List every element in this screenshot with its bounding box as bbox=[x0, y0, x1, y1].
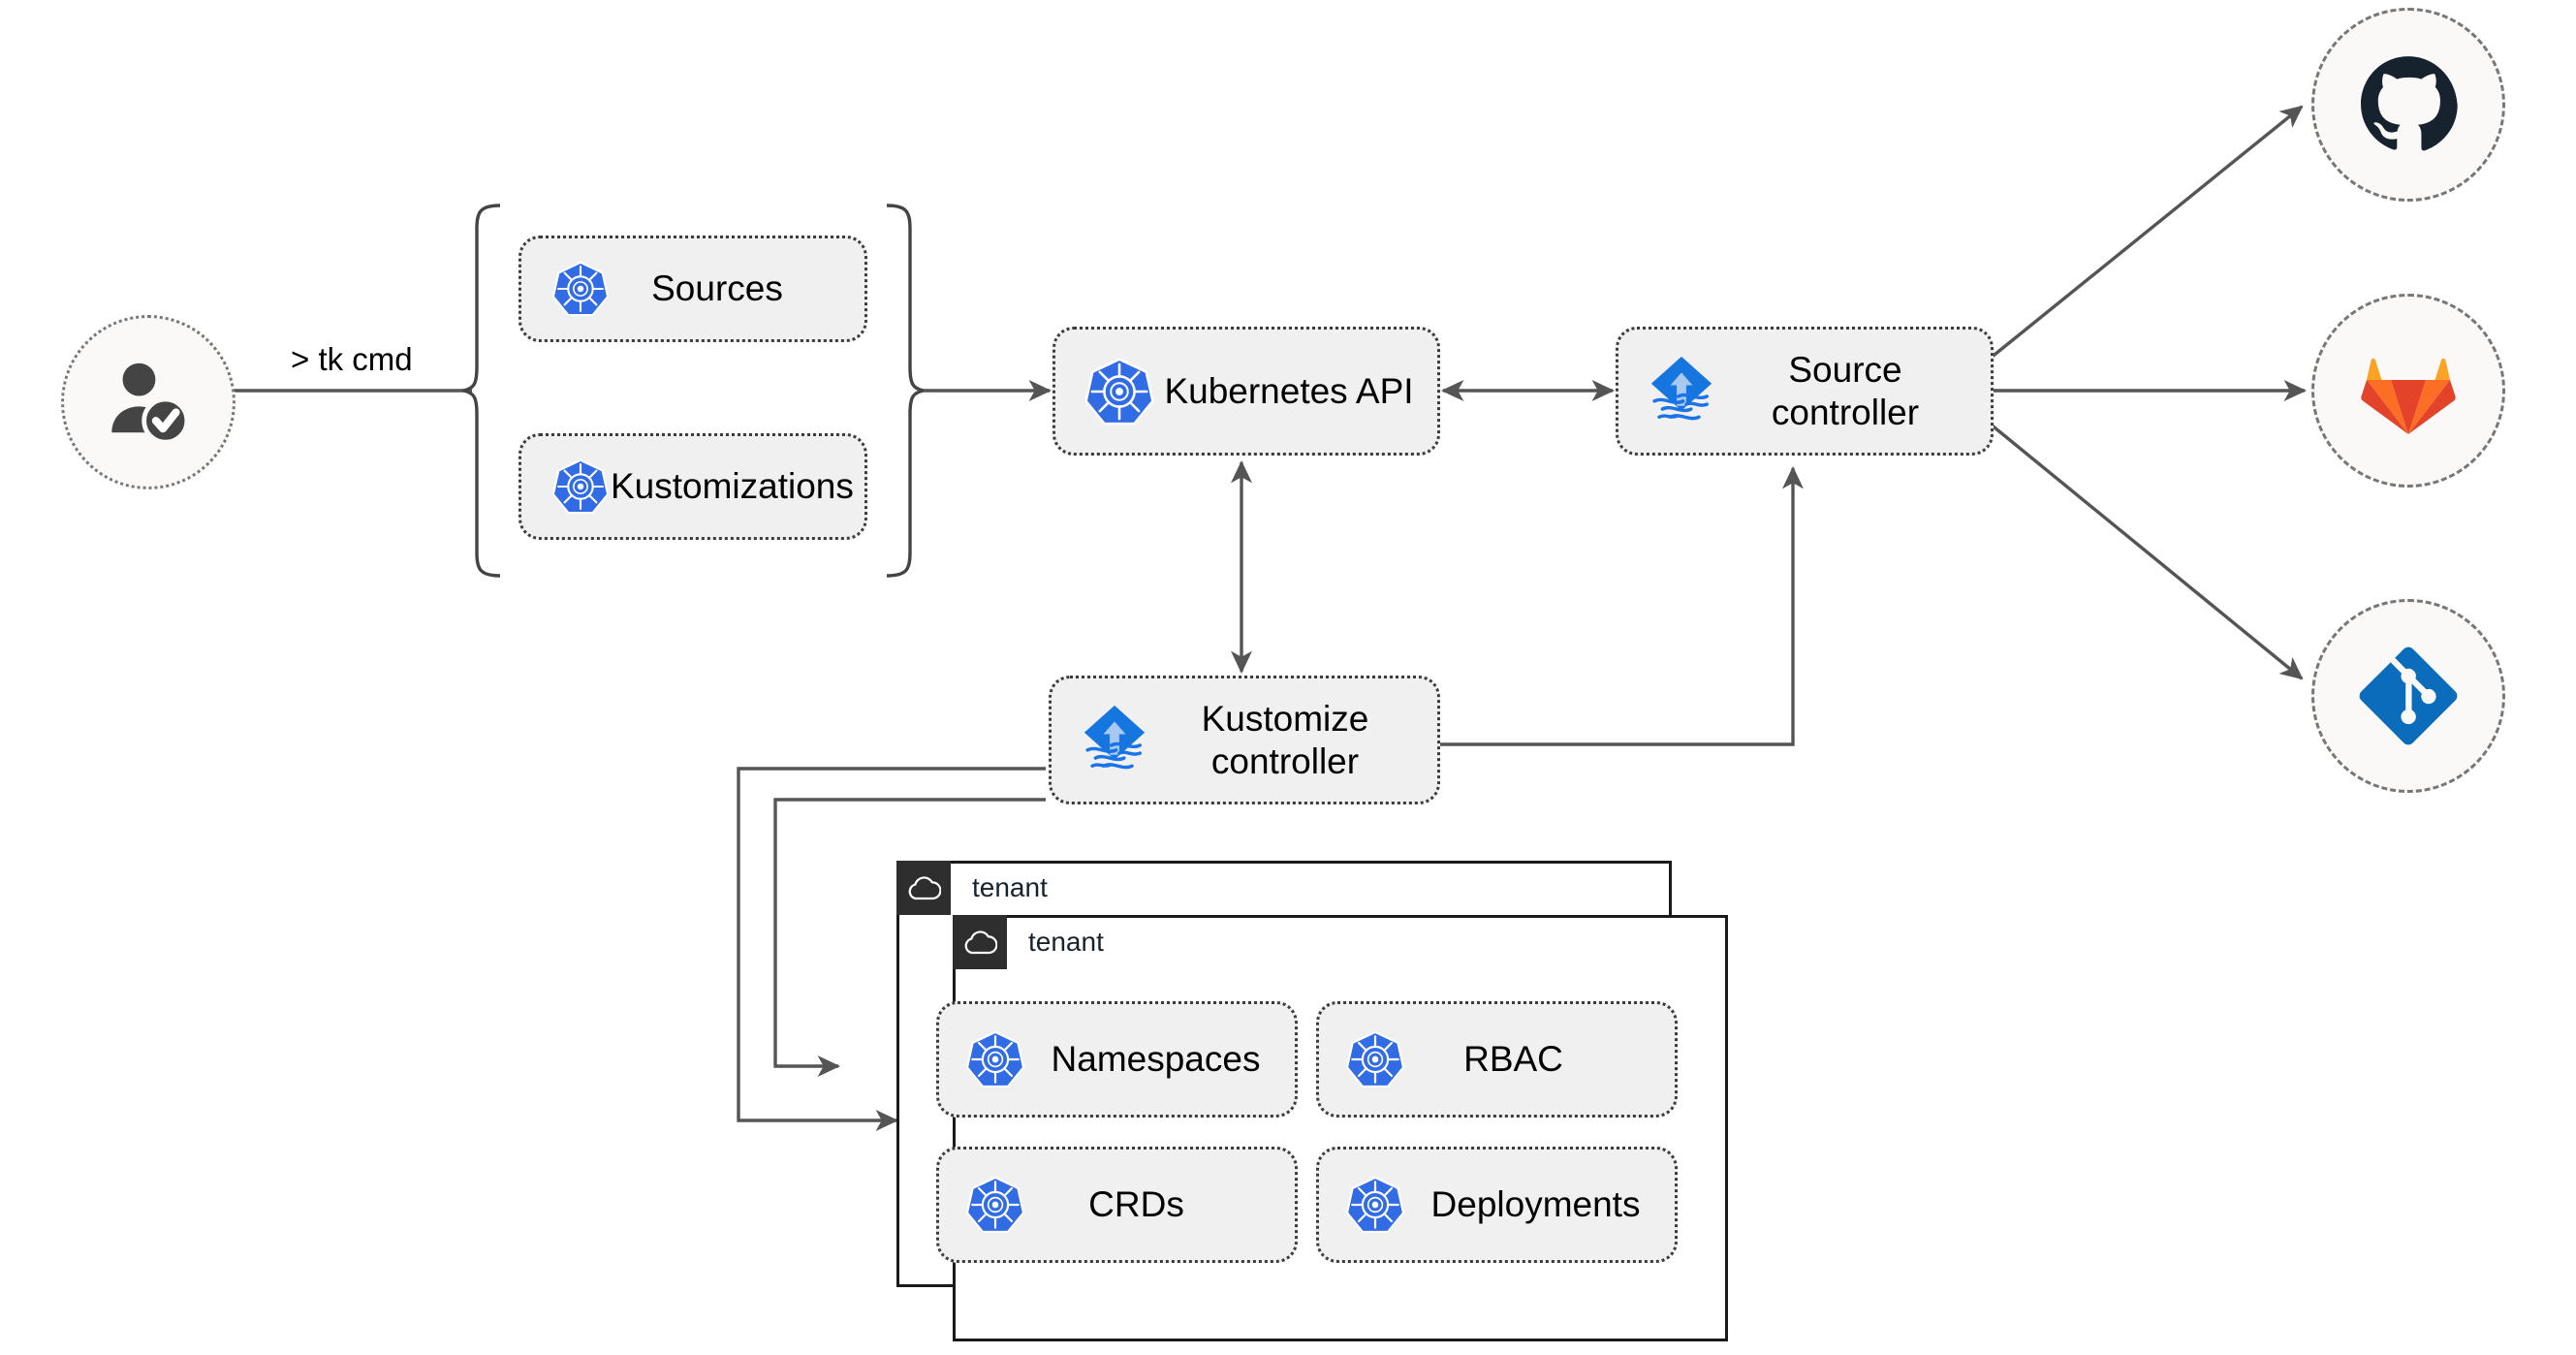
tenant-resource-crds[interactable]: CRDs bbox=[936, 1147, 1298, 1263]
crd-kustomizations-label: Kustomizations bbox=[611, 466, 854, 507]
right-brace bbox=[886, 204, 925, 578]
tenant-card-inner[interactable]: tenant Namespac bbox=[936, 915, 1728, 1341]
edge-source-to-github bbox=[1988, 105, 2304, 361]
provider-github[interactable] bbox=[2311, 8, 2505, 202]
crd-kustomizations-box[interactable]: Kustomizations bbox=[518, 433, 867, 540]
kubernetes-icon bbox=[1083, 355, 1156, 428]
tenant-resource-rbac[interactable]: RBAC bbox=[1316, 1001, 1678, 1118]
provider-gitlab[interactable] bbox=[2311, 294, 2505, 488]
tenant-title: tenant bbox=[1028, 927, 1104, 957]
kubernetes-icon bbox=[1344, 1174, 1406, 1236]
git-icon bbox=[2359, 646, 2458, 745]
kubernetes-icon bbox=[550, 259, 611, 319]
tenant-resource-label: Deployments bbox=[1430, 1184, 1641, 1225]
kubernetes-icon bbox=[550, 457, 611, 517]
kustomize-controller-box[interactable]: Kustomize controller bbox=[1049, 676, 1440, 804]
cloud-icon bbox=[896, 861, 951, 915]
provider-git[interactable] bbox=[2311, 599, 2505, 793]
flux-icon bbox=[1642, 352, 1721, 431]
kubernetes-icon bbox=[964, 1174, 1026, 1236]
left-brace bbox=[462, 204, 501, 578]
flux-icon bbox=[1075, 701, 1154, 780]
tenant-resource-label: Namespaces bbox=[1051, 1039, 1261, 1080]
source-controller-box[interactable]: Source controller bbox=[1616, 327, 1994, 456]
kubernetes-icon bbox=[1344, 1028, 1406, 1090]
crd-sources-label: Sources bbox=[651, 268, 783, 309]
tenant-resource-deployments[interactable]: Deployments bbox=[1316, 1147, 1678, 1263]
tenant-titlebar: tenant bbox=[953, 915, 1104, 969]
edge-source-to-git bbox=[1988, 422, 2304, 680]
tenant-resource-label: RBAC bbox=[1463, 1039, 1563, 1080]
kubernetes-api-label: Kubernetes API bbox=[1164, 370, 1414, 411]
kustomize-controller-label: Kustomize controller bbox=[1201, 698, 1369, 781]
tenant-titlebar: tenant bbox=[896, 861, 1048, 915]
tenant-title: tenant bbox=[972, 872, 1048, 902]
kubernetes-api-box[interactable]: Kubernetes API bbox=[1052, 327, 1440, 456]
tenant-resource-label: CRDs bbox=[1088, 1184, 1184, 1225]
source-controller-label: Source controller bbox=[1771, 349, 1920, 432]
github-icon bbox=[2361, 56, 2458, 151]
cloud-icon bbox=[953, 915, 1007, 969]
command-label: > tk cmd bbox=[291, 341, 413, 377]
crd-sources-box[interactable]: Sources bbox=[518, 236, 867, 342]
edge-kustomize-to-source bbox=[1439, 465, 1805, 746]
user-actor[interactable] bbox=[61, 315, 236, 489]
user-verified-icon bbox=[111, 362, 190, 445]
tenant-resource-namespaces[interactable]: Namespaces bbox=[936, 1001, 1298, 1118]
gitlab-icon bbox=[2361, 358, 2456, 434]
kubernetes-icon bbox=[964, 1028, 1026, 1090]
